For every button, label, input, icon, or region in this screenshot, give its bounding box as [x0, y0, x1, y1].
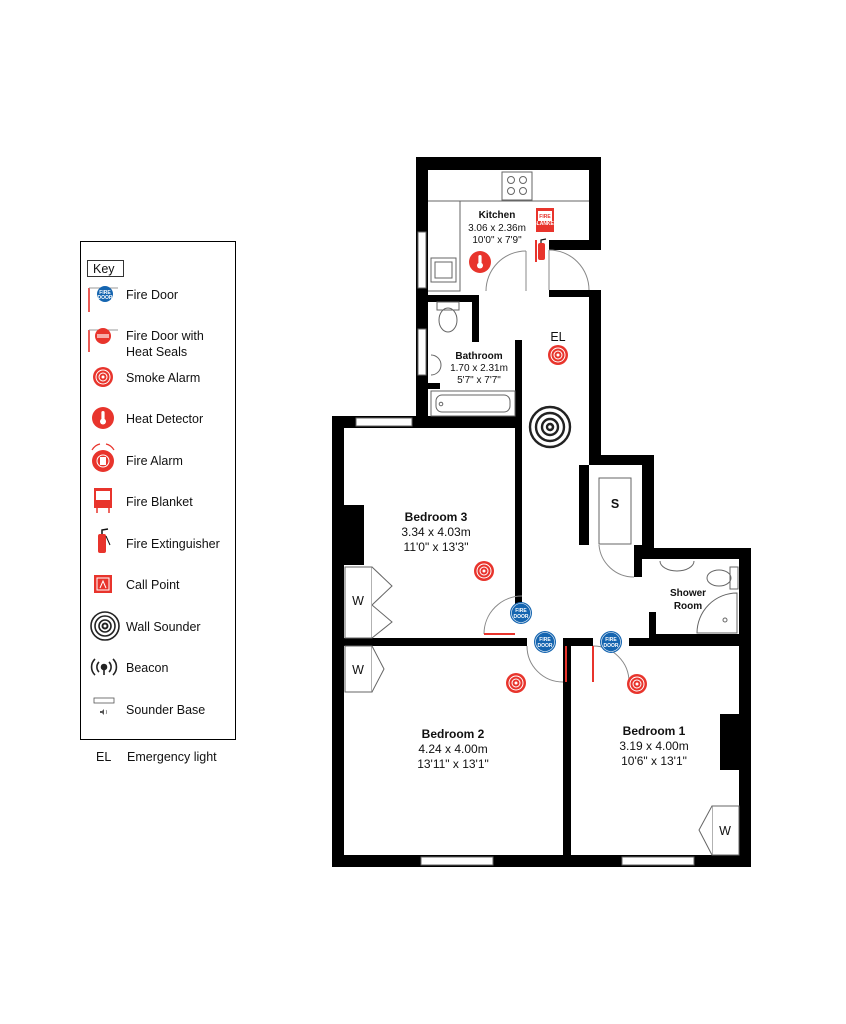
legend-title: Key: [93, 262, 115, 276]
room-bedroom2: Bedroom 2 4.24 x 4.00m 13'11" x 13'1": [417, 727, 489, 771]
wardrobe-bedroom3-label: W: [352, 594, 364, 608]
bedroom2-imperial: 13'11" x 13'1": [417, 757, 489, 771]
legend-fire-extinguisher: Fire Extinguisher: [126, 537, 220, 551]
legend-fire-blanket: Fire Blanket: [126, 495, 193, 509]
bedroom3-smoke-alarm-icon: [473, 560, 495, 582]
room-bathroom: Bathroom 1.70 x 2.31m 5'7" x 7'7": [450, 351, 508, 386]
bedroom3-imperial: 11'0" x 13'3": [404, 540, 469, 554]
room-shower: Shower Room: [670, 588, 706, 612]
kitchen-fire-blanket-icon: FIRE BLANKET: [533, 208, 557, 232]
legend: Key FIRE DOOR Fire Door Fire Door with H…: [80, 241, 236, 740]
wardrobe-bedroom2-label: W: [352, 663, 364, 677]
legend-el-label: Emergency light: [127, 750, 217, 764]
bathroom-fittings: [430, 301, 516, 417]
bedroom1-metric: 3.19 x 4.00m: [619, 739, 688, 753]
kitchen-heat-detector-icon: [469, 251, 491, 273]
bathroom-metric: 1.70 x 2.31m: [450, 363, 508, 374]
kitchen-fittings: [428, 171, 589, 292]
bedroom3-metric: 3.34 x 4.03m: [401, 525, 470, 539]
kitchen-fire-extinguisher-icon: [538, 238, 547, 260]
room-bedroom1: Bedroom 1 3.19 x 4.00m 10'6" x 13'1": [619, 724, 688, 768]
room-bedroom3: Bedroom 3 3.34 x 4.03m 11'0" x 13'3": [401, 510, 470, 554]
legend-heat-detector: Heat Detector: [126, 412, 203, 426]
legend-call-point: Call Point: [126, 578, 180, 592]
fire-door-seals-icon: [88, 328, 118, 352]
bedroom1-name: Bedroom 1: [623, 724, 686, 738]
svg-text:FIRE: FIRE: [539, 214, 551, 220]
wardrobes: [344, 477, 740, 856]
legend-fire-door: Fire Door: [126, 288, 178, 302]
shower-name-2: Room: [674, 601, 702, 612]
room-kitchen: Kitchen 3.06 x 2.36m 10'0" x 7'9": [468, 210, 526, 246]
emergency-light-label: EL: [550, 330, 565, 344]
legend-smoke-alarm: Smoke Alarm: [126, 371, 200, 385]
svg-text:DOOR: DOOR: [538, 643, 553, 649]
bedroom2-metric: 4.24 x 4.00m: [418, 742, 487, 756]
smoke-alarm-icon: [92, 366, 114, 388]
legend-sounder-base: Sounder Base: [126, 703, 205, 717]
legend-fire-door-seals-2: Heat Seals: [126, 345, 187, 359]
shower-room-fittings: [659, 560, 739, 634]
fire-alarm-icon: [91, 443, 115, 472]
bedroom1-imperial: 10'6" x 13'1": [621, 754, 687, 768]
hall-wall-sounder-arcs: [528, 405, 555, 449]
fire-door-bedroom1-icon: FIRE DOOR: [599, 630, 623, 654]
store-label: S: [611, 497, 619, 511]
kitchen-imperial: 10'0" x 7'9": [472, 235, 522, 246]
legend-beacon: Beacon: [126, 661, 168, 675]
svg-text:DOOR: DOOR: [98, 295, 113, 301]
door-swings: [483, 249, 635, 683]
heat-detector-icon: [92, 407, 114, 429]
svg-text:FIRE: FIRE: [515, 608, 527, 614]
fire-door-icon: FIRE DOOR: [88, 286, 118, 312]
beacon-icon: [90, 658, 118, 676]
svg-text:DOOR: DOOR: [604, 643, 619, 649]
fire-blanket-icon: [94, 488, 112, 513]
kitchen-metric: 3.06 x 2.36m: [468, 223, 526, 234]
svg-text:BLANKET: BLANKET: [533, 221, 557, 227]
sounder-base-icon: [93, 697, 115, 715]
wardrobe-bedroom1-label: W: [719, 824, 731, 838]
bedroom3-name: Bedroom 3: [405, 510, 468, 524]
bathroom-name: Bathroom: [455, 351, 502, 362]
bedroom2-smoke-alarm-icon: [505, 672, 527, 694]
svg-text:FIRE: FIRE: [99, 290, 111, 296]
legend-fire-door-seals-1: Fire Door with: [126, 329, 204, 343]
fire-door-bedroom2-icon: FIRE DOOR: [533, 630, 557, 654]
svg-text:FIRE: FIRE: [539, 637, 551, 643]
wall-sounder-icon: [90, 611, 120, 641]
bedroom2-name: Bedroom 2: [422, 727, 485, 741]
hall-smoke-alarm-icon: [547, 344, 569, 366]
svg-text:FIRE: FIRE: [605, 637, 617, 643]
svg-text:DOOR: DOOR: [514, 614, 529, 620]
fire-door-leaves: [484, 240, 594, 682]
fire-door-bedroom3-icon: FIRE DOOR: [509, 601, 533, 625]
legend-wall-sounder: Wall Sounder: [126, 620, 201, 634]
walls: [332, 157, 751, 867]
bathroom-imperial: 5'7" x 7'7": [457, 375, 501, 386]
bedroom1-smoke-alarm-icon: [626, 673, 648, 695]
call-point-icon: [94, 575, 112, 593]
fire-extinguisher-icon: [98, 528, 111, 553]
shower-name-1: Shower: [670, 588, 706, 599]
legend-fire-alarm: Fire Alarm: [126, 454, 183, 468]
windows: [355, 231, 695, 866]
kitchen-name: Kitchen: [479, 210, 516, 221]
legend-el-code: EL: [96, 750, 111, 764]
